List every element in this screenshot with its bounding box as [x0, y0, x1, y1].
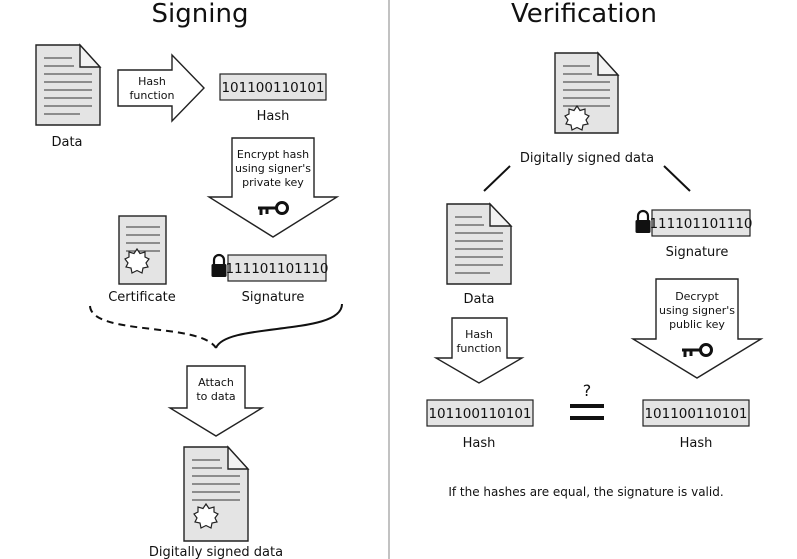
equals-bar-top — [570, 404, 604, 408]
signing-hash-label: Hash — [257, 109, 290, 124]
verification-hash-function-line2: function — [457, 342, 502, 355]
encrypt-label-line2: using signer's — [235, 162, 311, 175]
verification-signature-box — [651, 209, 751, 237]
verification-signature-label: Signature — [666, 245, 729, 260]
decrypt-label-line3: public key — [669, 318, 725, 331]
data-document-icon — [35, 43, 102, 126]
verification-data-label: Data — [463, 292, 494, 307]
verification-signed-data-label: Digitally signed data — [520, 151, 654, 166]
verification-hash-function-arrow — [433, 317, 525, 384]
signature-brace — [215, 303, 343, 349]
signing-lock-icon — [210, 253, 228, 279]
verification-signed-document-icon — [554, 51, 620, 134]
attach-arrow — [167, 365, 265, 437]
signing-signed-data-label: Digitally signed data — [149, 545, 283, 559]
signing-signature-box — [227, 254, 327, 282]
encrypt-label-line1: Encrypt hash — [237, 148, 309, 161]
verification-data-document-icon — [446, 202, 513, 285]
encrypt-arrow — [206, 137, 340, 238]
certificate-brace-dashed — [89, 305, 217, 349]
signing-hash-box — [219, 73, 327, 101]
signing-signature-value: 111101101110 — [225, 261, 328, 277]
verification-hash-left-box — [426, 399, 534, 427]
verification-hash-right-label: Hash — [680, 436, 713, 451]
split-line-right — [663, 165, 691, 192]
verification-signature-value: 111101101110 — [649, 216, 752, 232]
equals-bar-bottom — [570, 416, 604, 420]
verification-title: Verification — [511, 0, 657, 29]
split-line-left — [483, 165, 511, 192]
signed-document-icon — [183, 445, 250, 542]
signing-hash-function-line1: Hash — [138, 75, 166, 88]
encrypt-label-line3: private key — [242, 176, 304, 189]
verification-hash-left-label: Hash — [463, 436, 496, 451]
signing-hash-value: 101100110101 — [221, 80, 324, 96]
attach-label-line1: Attach — [198, 376, 234, 389]
conclusion-text: If the hashes are equal, the signature i… — [448, 485, 723, 499]
certificate-label: Certificate — [108, 290, 176, 305]
hash-function-arrow — [117, 53, 205, 123]
signing-signature-label: Signature — [242, 290, 305, 305]
signing-data-label: Data — [51, 135, 82, 150]
decrypt-arrow — [630, 278, 764, 379]
decrypt-label-line1: Decrypt — [675, 290, 719, 303]
verification-hash-left-value: 101100110101 — [428, 406, 531, 422]
verification-hash-function-line1: Hash — [465, 328, 493, 341]
verification-lock-icon — [634, 209, 652, 235]
signing-hash-function-line2: function — [130, 89, 175, 102]
verification-hash-right-value: 101100110101 — [644, 406, 747, 422]
signing-title: Signing — [152, 0, 249, 29]
attach-label-line2: to data — [196, 390, 235, 403]
compare-question-mark: ? — [583, 381, 592, 400]
verification-hash-right-box — [642, 399, 750, 427]
decrypt-label-line2: using signer's — [659, 304, 735, 317]
certificate-icon — [118, 215, 167, 285]
